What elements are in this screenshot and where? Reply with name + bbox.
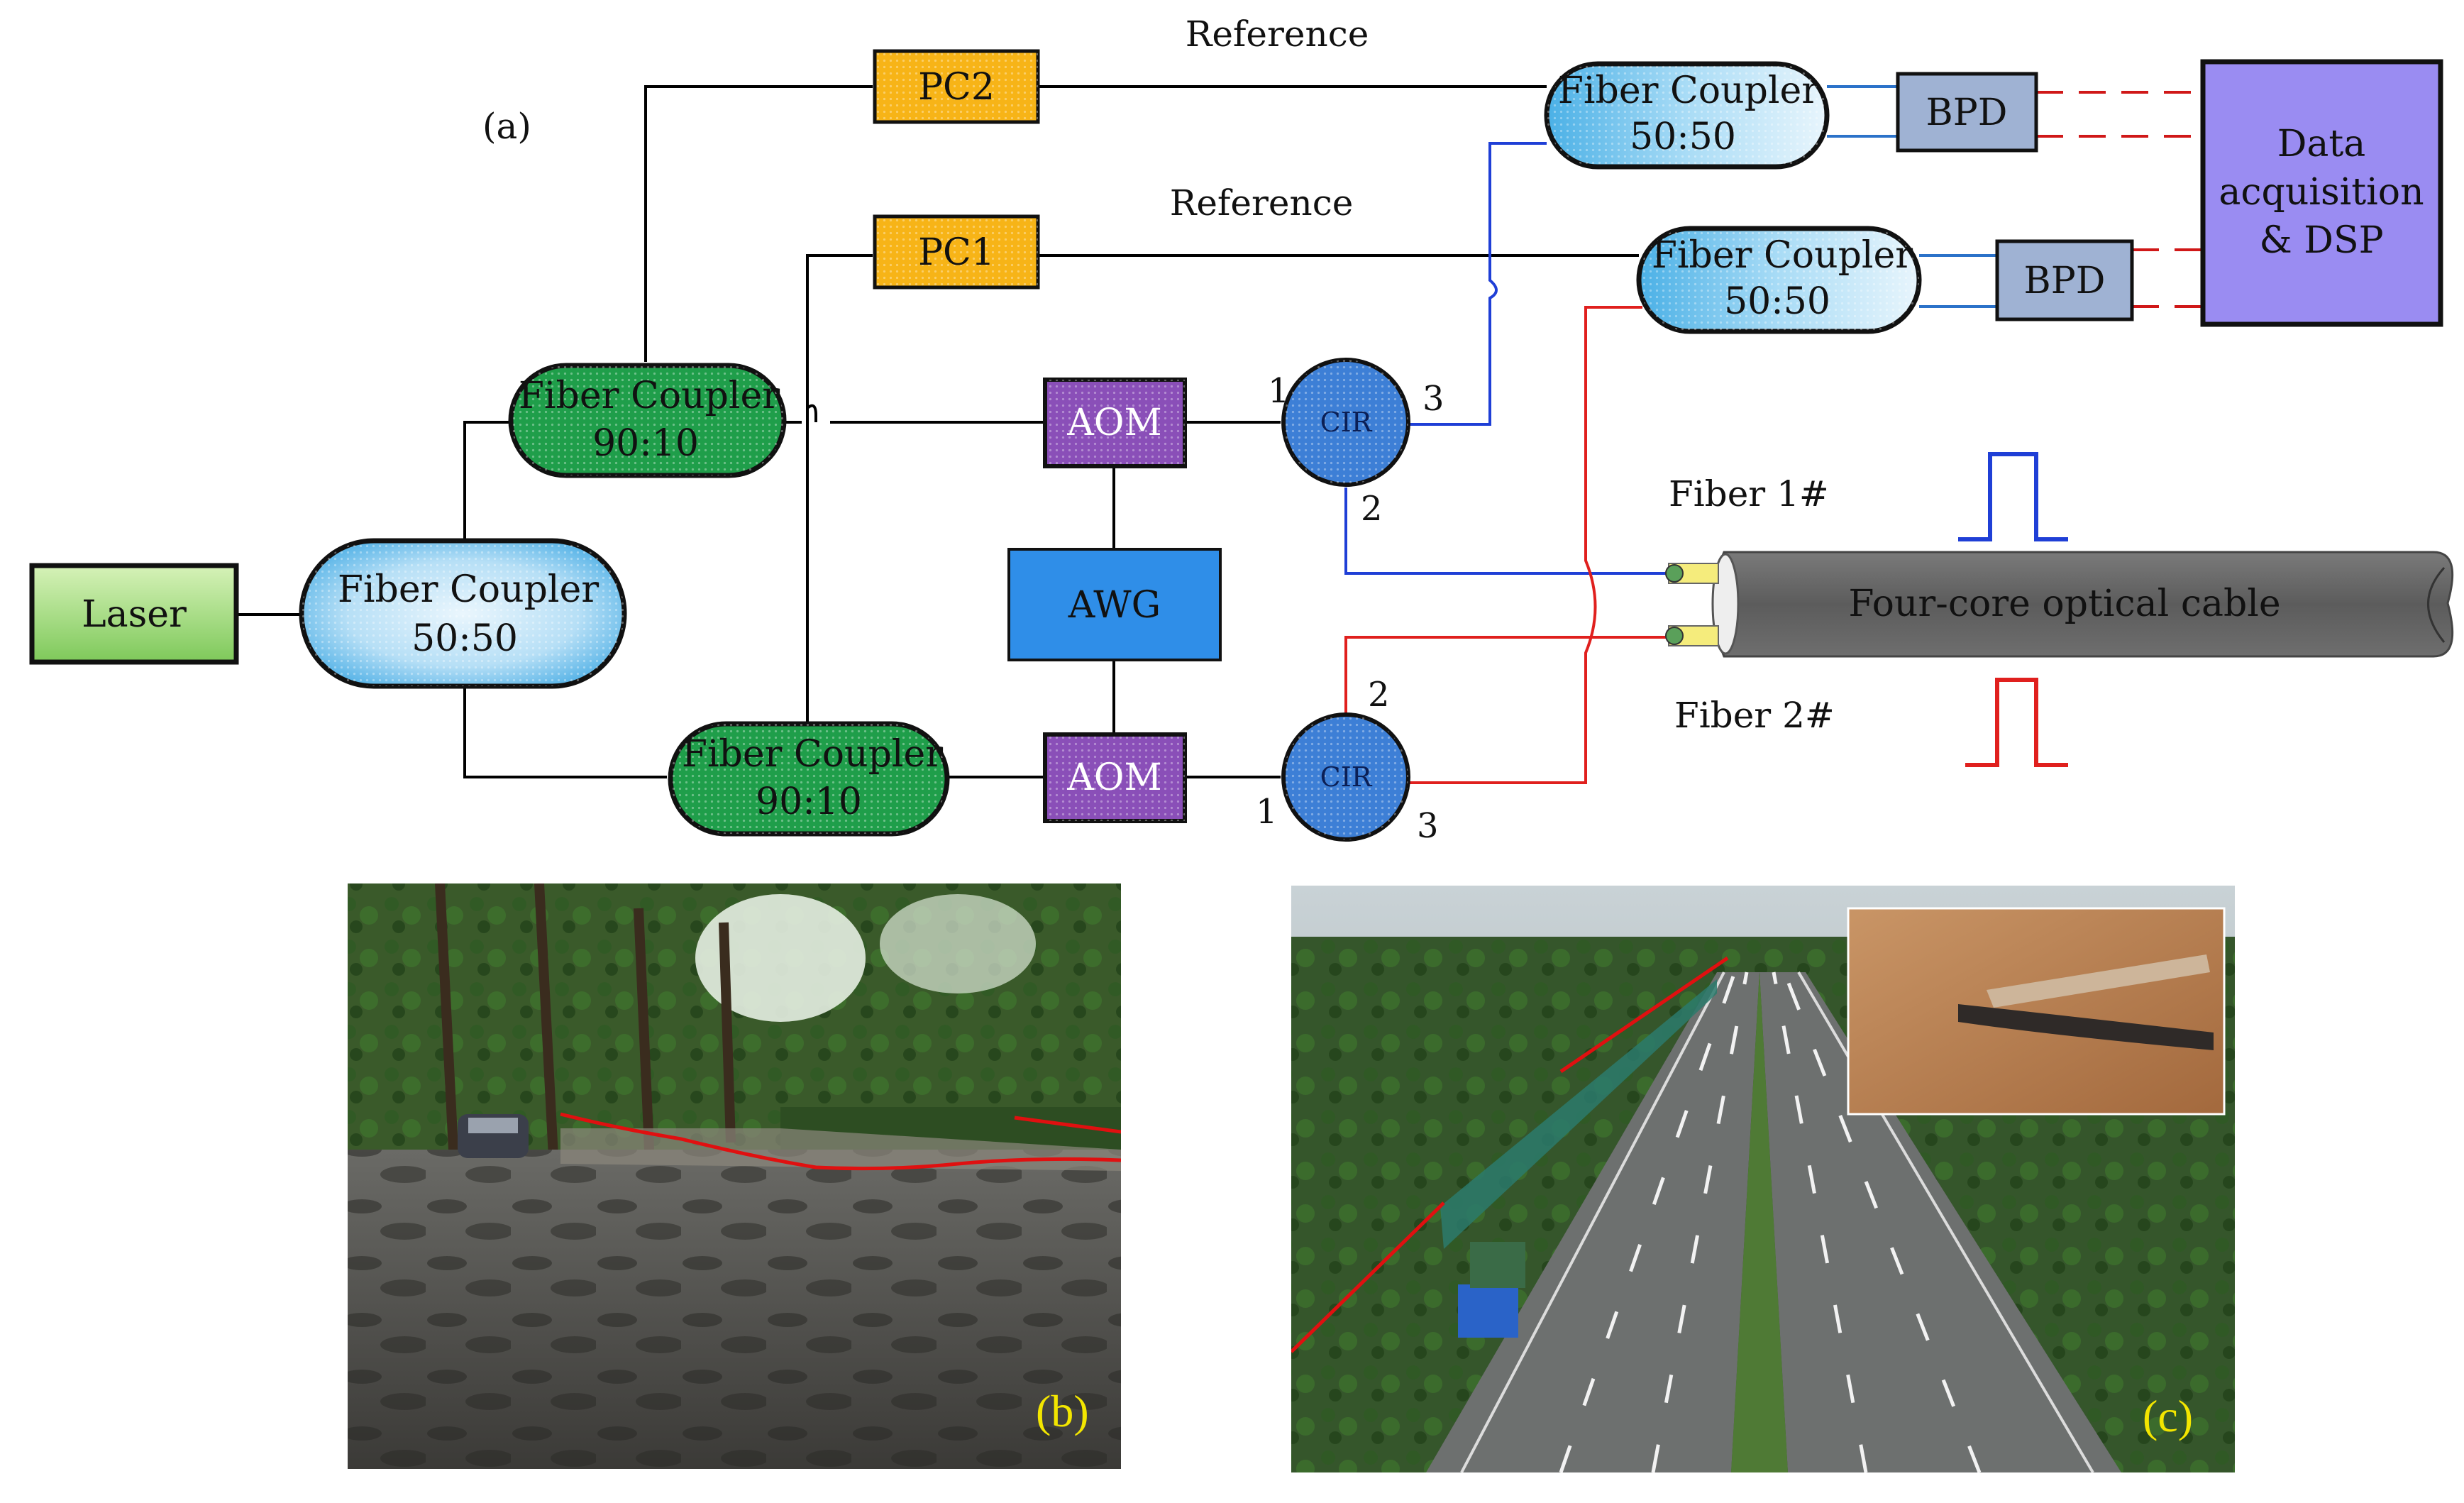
coupler-det2-ratio: 50:50 — [1724, 280, 1830, 323]
route-overlay-c — [1291, 956, 1729, 1353]
fiber1-path — [1344, 142, 1667, 575]
pulse-red — [1965, 678, 2068, 767]
signal-lines — [2036, 91, 2203, 308]
cir-upper: CIR 1 2 3 — [1268, 358, 1444, 529]
cir-lower-port1: 1 — [1256, 792, 1278, 832]
coupler-lower-ratio: 90:10 — [756, 781, 862, 823]
daq-line1: Data — [2277, 123, 2366, 165]
cir-upper-port3: 3 — [1422, 379, 1444, 419]
fiber-coupler-lower: Fiber Coupler 90:10 — [668, 721, 950, 837]
panel-label-a: (a) — [482, 106, 531, 147]
reference-mid-label: Reference — [1170, 182, 1354, 224]
cir-lower-port2: 2 — [1368, 675, 1390, 715]
coupler-main-name: Fiber Coupler — [338, 568, 599, 611]
pc2-block: PC2 — [873, 49, 1040, 124]
detector-wires — [1827, 85, 1997, 308]
laser-label: Laser — [82, 593, 187, 636]
coupler-det2-name: Fiber Coupler — [1652, 234, 1913, 277]
coupler-lower-name: Fiber Coupler — [682, 733, 943, 776]
daq-line2: acquisition — [2219, 171, 2424, 214]
cir-upper-port2: 2 — [1361, 489, 1383, 529]
photo-c: (c) — [1291, 886, 2235, 1472]
aom-lower-block: AOM — [1043, 732, 1187, 823]
coupler-upper-name: Fiber Coupler — [519, 375, 780, 417]
cir-lower-port3: 3 — [1417, 806, 1439, 846]
truck — [1458, 1242, 1525, 1338]
laser-block: Laser — [29, 563, 239, 665]
coupler-upper-ratio: 90:10 — [592, 422, 699, 465]
daq-line3: & DSP — [2259, 219, 2383, 262]
daq-block: Data acquisition & DSP — [2200, 59, 2443, 327]
four-core-cable: Four-core optical cable — [1665, 551, 2454, 658]
coupler-main-ratio: 50:50 — [411, 617, 518, 660]
reference-top-label: Reference — [1186, 13, 1369, 55]
photo-c-letter: (c) — [2143, 1391, 2193, 1441]
noise-barrier — [1440, 979, 1717, 1249]
cir-upper-label: CIR — [1320, 407, 1373, 438]
photo-b-letter: (b) — [1036, 1386, 1089, 1436]
coupler-det1-name: Fiber Coupler — [1558, 70, 1819, 112]
aom-lower-label: AOM — [1066, 756, 1161, 799]
route-overlay-b — [560, 1112, 1121, 1171]
fiber-coupler-det1: Fiber Coupler 50:50 — [1544, 61, 1830, 170]
cable-inset — [1847, 907, 2226, 1116]
fiber-coupler-det2: Fiber Coupler 50:50 — [1636, 226, 1922, 334]
fiber-coupler-upper: Fiber Coupler 90:10 — [508, 363, 787, 478]
aom-upper-label: AOM — [1066, 402, 1161, 444]
cir-lower: CIR 2 1 3 — [1256, 675, 1439, 846]
aom-upper-block: AOM — [1043, 378, 1187, 468]
pc2-label: PC2 — [918, 66, 995, 109]
coupler-det1-ratio: 50:50 — [1630, 116, 1736, 158]
fiber2-label: Fiber 2# — [1674, 695, 1835, 736]
pc1-label: PC1 — [918, 231, 995, 274]
fiber2-path — [1344, 306, 1667, 784]
bpd2-label: BPD — [2024, 260, 2106, 302]
awg-block: AWG — [1007, 548, 1222, 661]
cir-lower-label: CIR — [1320, 761, 1373, 793]
awg-label: AWG — [1068, 584, 1161, 627]
fiber1-label: Fiber 1# — [1669, 473, 1829, 514]
pc1-block: PC1 — [873, 214, 1040, 290]
cable-label: Four-core optical cable — [1848, 583, 2280, 625]
photo-b: (b) — [348, 883, 1121, 1469]
bpd2-block: BPD — [1995, 239, 2134, 321]
bpd1-block: BPD — [1896, 72, 2038, 153]
cir-upper-port1: 1 — [1268, 371, 1290, 411]
pulse-blue — [1958, 452, 2068, 541]
parked-car — [458, 1114, 529, 1158]
bpd1-label: BPD — [1926, 92, 2008, 134]
fiber-coupler-main: Fiber Coupler 50:50 — [299, 538, 627, 689]
